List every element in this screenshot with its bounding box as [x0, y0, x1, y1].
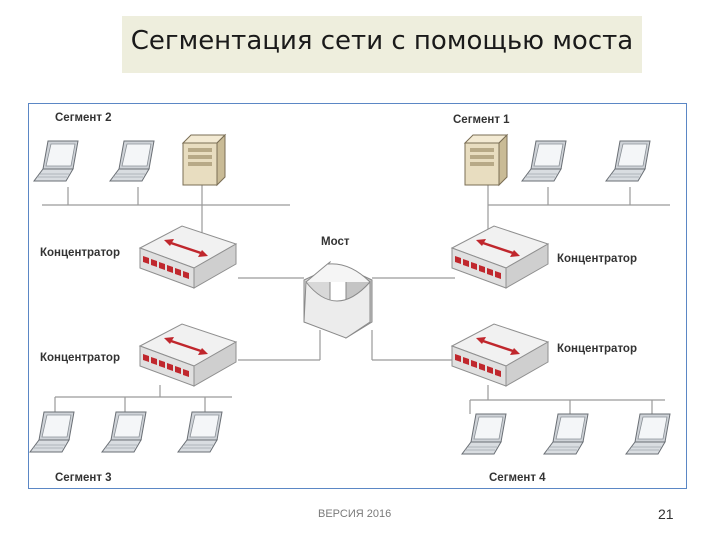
segment-3-label: Сегмент 3 [55, 472, 112, 484]
laptop-icon [521, 140, 567, 182]
bridge-label: Мост [321, 236, 350, 248]
page-number: 21 [658, 506, 674, 522]
server-icon [464, 134, 508, 186]
segment-4-label: Сегмент 4 [489, 472, 546, 484]
bridge-icon [303, 261, 373, 339]
hub-label-bottom-left: Концентратор [40, 352, 120, 364]
hub-icon [450, 322, 550, 388]
title-banner: Сегментация сети с помощью моста [122, 16, 642, 73]
laptop-icon [177, 411, 223, 453]
laptop-icon [543, 413, 589, 455]
laptop-icon [101, 411, 147, 453]
hub-label-bottom-right: Концентратор [557, 343, 637, 355]
laptop-icon [625, 413, 671, 455]
cable-lines [42, 185, 670, 414]
slide-title: Сегментация сети с помощью моста [130, 26, 634, 56]
laptop-icon [605, 140, 651, 182]
laptop-icon [461, 413, 507, 455]
hub-icon [138, 322, 238, 388]
segment-2-label: Сегмент 2 [55, 112, 112, 124]
laptop-icon [29, 411, 75, 453]
version-text: ВЕРСИЯ 2016 [318, 508, 392, 520]
laptop-icon [33, 140, 79, 182]
hub-label-top-left: Концентратор [40, 247, 120, 259]
server-icon [182, 134, 226, 186]
laptop-icon [109, 140, 155, 182]
hub-label-top-right: Концентратор [557, 253, 637, 265]
segment-1-label: Сегмент 1 [453, 114, 510, 126]
hub-icon [450, 224, 550, 290]
hub-icon [138, 224, 238, 290]
